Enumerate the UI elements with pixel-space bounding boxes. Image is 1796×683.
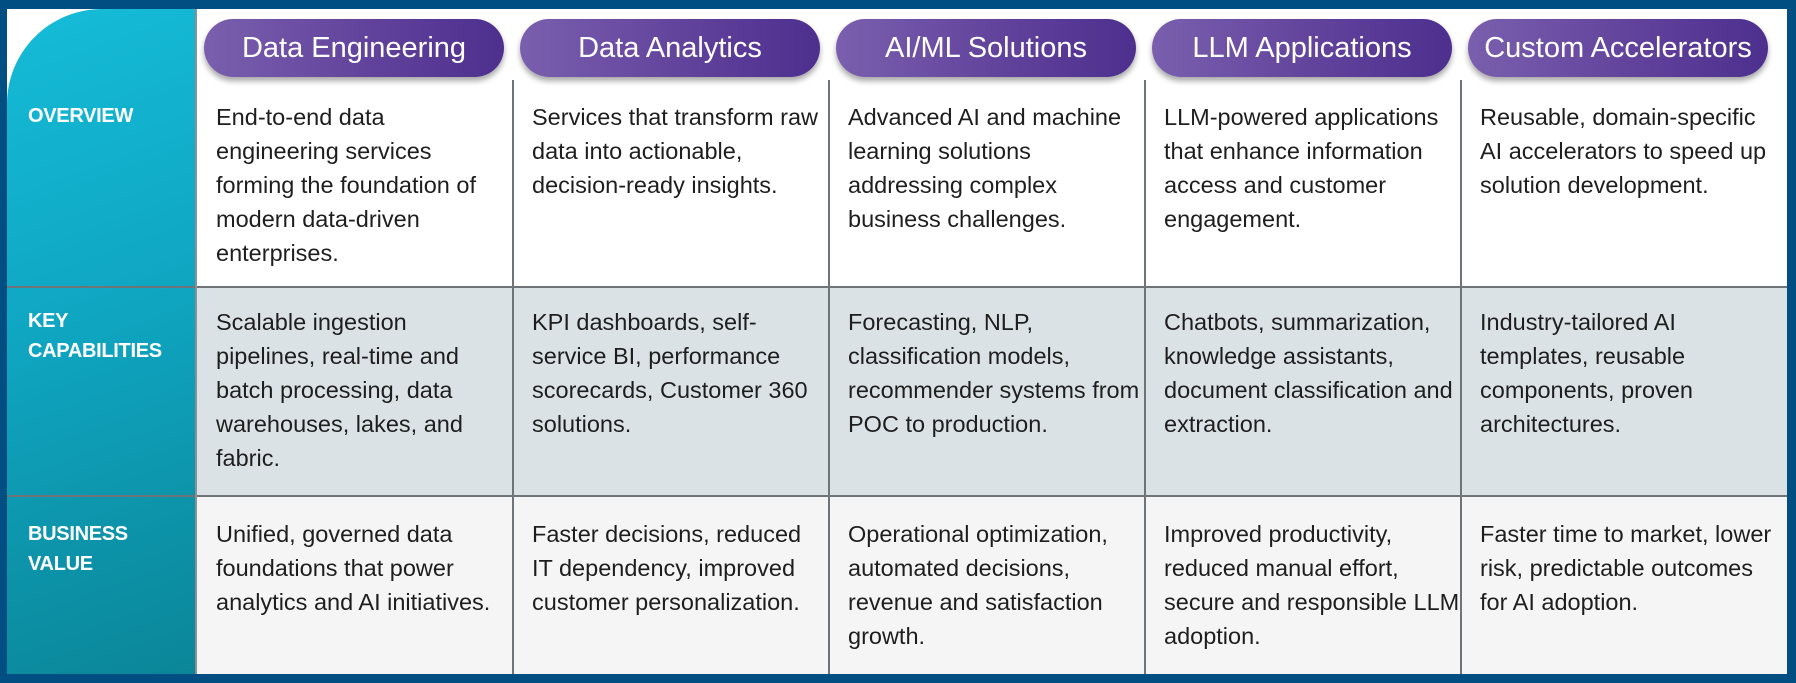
column-header-custom-accelerators: Custom Accelerators: [1468, 19, 1768, 77]
label-text: BUSINESS: [28, 523, 128, 545]
row-label-overview: OVERVIEW: [28, 101, 133, 131]
table-cell: End-to-end data engineering services for…: [216, 104, 476, 266]
table-cell: LLM-powered applications that enhance in…: [1164, 104, 1439, 232]
row-label-business-value: BUSINESS VALUE: [28, 519, 128, 579]
column-divider: [1144, 80, 1146, 674]
table-cell: Industry-tailored AI templates, reusable…: [1480, 309, 1693, 437]
table-cell: Advanced AI and machine learning solutio…: [848, 104, 1122, 232]
column-header-ai-ml-solutions: AI/ML Solutions: [836, 19, 1136, 77]
column-header-data-analytics: Data Analytics: [520, 19, 820, 77]
table-cell: Operational optimization, automated deci…: [848, 521, 1108, 649]
label-text: OVERVIEW: [28, 105, 134, 127]
row-divider: [7, 495, 1787, 497]
table-cell: Chatbots, summarization, knowledge assis…: [1164, 309, 1453, 437]
table-cell: Reusable, domain-specific AI accelerator…: [1480, 104, 1767, 198]
row-divider: [7, 286, 1787, 288]
column-divider: [195, 9, 197, 674]
column-divider: [512, 80, 514, 674]
row-label-key-capabilities: KEY CAPABILITIES: [28, 306, 162, 366]
row-label-column: [7, 9, 196, 674]
label-text: VALUE: [28, 553, 93, 575]
table-cell: Services that transform raw data into ac…: [532, 104, 819, 198]
table-cell: Scalable ingestion pipelines, real-time …: [216, 309, 463, 471]
table-cell: Faster decisions, reduced IT dependency,…: [532, 521, 802, 615]
column-header-data-engineering: Data Engineering: [204, 19, 504, 77]
row-key-capabilities-bg: [196, 287, 1787, 495]
table-cell: Unified, governed data foundations that …: [216, 521, 491, 615]
table-cell: Faster time to market, lower risk, predi…: [1480, 521, 1772, 615]
label-text: KEY: [28, 310, 69, 332]
column-header-llm-applications: LLM Applications: [1152, 19, 1452, 77]
table-cell: KPI dashboards, self-service BI, perform…: [532, 309, 808, 437]
column-divider: [1460, 80, 1462, 674]
column-divider: [828, 80, 830, 674]
table-cell: Improved productivity, reduced manual ef…: [1164, 521, 1460, 649]
row-business-value-bg: [196, 496, 1787, 674]
table-cell: Forecasting, NLP, classification models,…: [848, 309, 1140, 437]
label-text: CAPABILITIES: [28, 340, 162, 362]
